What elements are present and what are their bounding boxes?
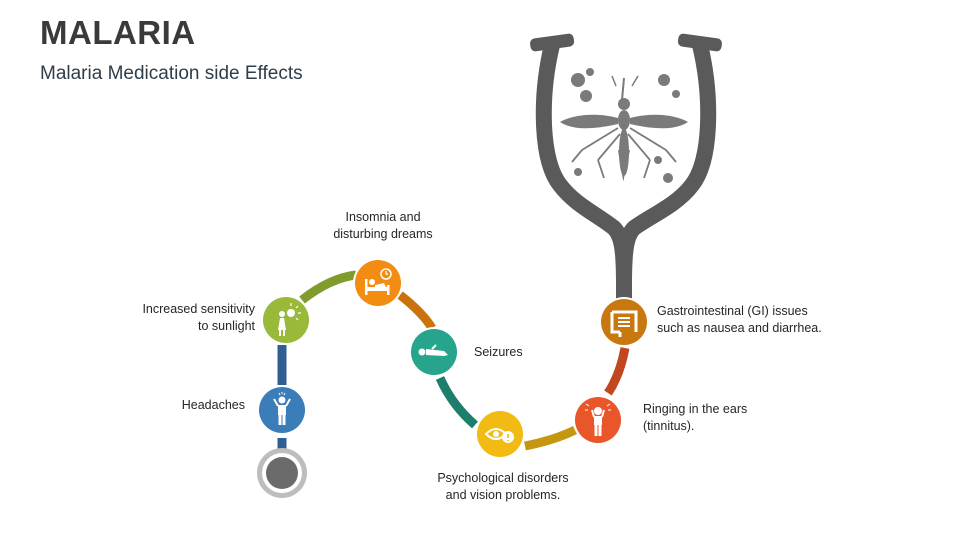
eye-alert-icon (484, 428, 514, 443)
effect-node-gi (599, 297, 649, 347)
effect-nodes (257, 258, 649, 459)
stethoscope-headset (530, 33, 722, 308)
tube-seizures-psych (435, 376, 478, 429)
effect-node-psych (475, 409, 525, 459)
node-fill (263, 297, 309, 343)
mosquito-icon (560, 75, 688, 181)
node-fill (477, 411, 523, 457)
tube-tinnitus-gi (604, 347, 630, 396)
label-tinnitus: Ringing in the ears(tinnitus). (643, 402, 748, 433)
ears-person-icon (585, 403, 611, 436)
effect-node-headaches (257, 385, 307, 435)
left-earpiece (530, 33, 575, 52)
bed-clock-icon (365, 268, 392, 295)
page-subtitle: Malaria Medication side Effects (40, 63, 303, 84)
effect-node-tinnitus (573, 395, 623, 445)
lying-person-icon (418, 344, 448, 356)
intestine-icon (610, 310, 638, 337)
tube-sunlight-insomnia (299, 270, 357, 304)
label-seizures: Seizures (474, 345, 523, 359)
tube-psych-tinnitus (524, 425, 578, 451)
right-earpiece (677, 33, 722, 52)
tube-insomnia-seizures (397, 291, 436, 331)
page-title: MALARIA (40, 14, 196, 51)
virus-icons (571, 68, 680, 183)
effect-node-sunlight (261, 295, 311, 345)
effect-node-seizures (409, 327, 459, 377)
headache-person-icon (273, 392, 291, 425)
label-headaches: Headaches (181, 398, 245, 412)
tube-segments (277, 270, 630, 473)
effect-node-insomnia (353, 258, 403, 308)
sun-person-icon (278, 303, 301, 336)
stethoscope-chestpiece (257, 448, 307, 498)
node-fill (355, 260, 401, 306)
